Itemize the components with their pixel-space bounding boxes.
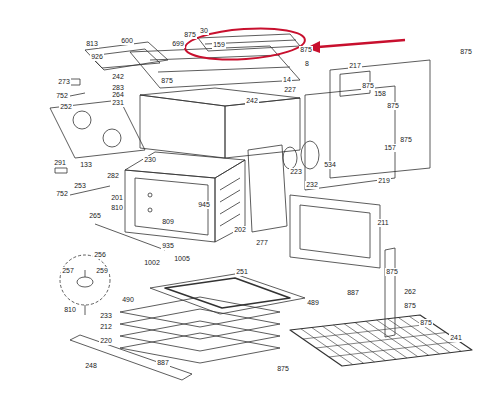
callout-number: 887	[346, 289, 360, 297]
callout-number: 291	[53, 159, 67, 167]
callout-number: 875	[299, 46, 313, 54]
callout-number: 232	[305, 181, 319, 189]
callout-number: 211	[376, 219, 389, 227]
highlight-ellipse	[184, 25, 306, 63]
callout-number: 159	[212, 41, 226, 49]
callout-number: 252	[59, 103, 73, 111]
callout-number: 8	[304, 60, 310, 68]
callout-number: 699	[171, 40, 185, 48]
callout-number: 264	[111, 91, 125, 99]
callout-number: 265	[88, 212, 102, 220]
callout-number: 201	[110, 194, 124, 202]
callout-number: 875	[386, 102, 400, 110]
callout-number: 219	[377, 177, 391, 185]
callout-number: 202	[233, 226, 247, 234]
callout-number: 809	[161, 218, 175, 226]
callout-number: 875	[399, 136, 413, 144]
callout-number: 875	[385, 268, 399, 276]
callout-number: 230	[143, 156, 157, 164]
callout-number: 257	[61, 267, 75, 275]
callout-number: 752	[55, 190, 69, 198]
callout-number: 489	[306, 299, 320, 307]
callout-number: 223	[289, 168, 303, 176]
callout-number: 875	[276, 365, 290, 373]
callout-number: 926	[90, 53, 104, 61]
callout-number: 875	[419, 319, 433, 327]
callout-number: 241	[449, 334, 463, 342]
callout-number: 256	[93, 251, 107, 259]
callout-number: 875	[183, 31, 197, 39]
callout-number: 158	[373, 90, 387, 98]
callout-number: 282	[106, 172, 120, 180]
callout-number: 810	[110, 204, 124, 212]
callout-number: 262	[403, 288, 417, 296]
callout-number: 220	[99, 337, 113, 345]
callout-number: 534	[323, 161, 337, 169]
callout-number: 1005	[173, 255, 191, 263]
callout-number: 945	[197, 201, 211, 209]
callout-number: 253	[73, 182, 87, 190]
callout-number: 752	[55, 92, 69, 100]
callout-number: 133	[79, 161, 93, 169]
callout-number: 242	[111, 73, 125, 81]
callout-number: 273	[57, 78, 71, 86]
callout-number: 935	[161, 242, 175, 250]
callout-number: 212	[99, 323, 113, 331]
callout-number: 875	[361, 82, 375, 90]
callout-number: 810	[63, 306, 77, 314]
callout-number: 490	[121, 296, 135, 304]
callout-number: 242	[245, 97, 259, 105]
callout-number: 231	[111, 99, 125, 107]
callout-number: 277	[255, 239, 269, 247]
callout-number: 217	[348, 62, 362, 70]
callout-number: 259	[95, 267, 109, 275]
callout-number: 14	[282, 76, 292, 84]
callout-number: 233	[99, 312, 113, 320]
callout-number: 248	[84, 362, 98, 370]
callout-number: 875	[403, 302, 417, 310]
callout-number: 227	[283, 86, 297, 94]
callout-number: 875	[459, 48, 473, 56]
callout-number: 30	[199, 27, 209, 35]
callout-number: 887	[156, 359, 170, 367]
callout-number: 600	[120, 37, 134, 45]
callout-number: 251	[235, 268, 249, 276]
callout-number: 813	[85, 40, 99, 48]
callout-number: 157	[383, 144, 397, 152]
callout-number: 1002	[143, 259, 161, 267]
callout-number: 875	[160, 77, 174, 85]
